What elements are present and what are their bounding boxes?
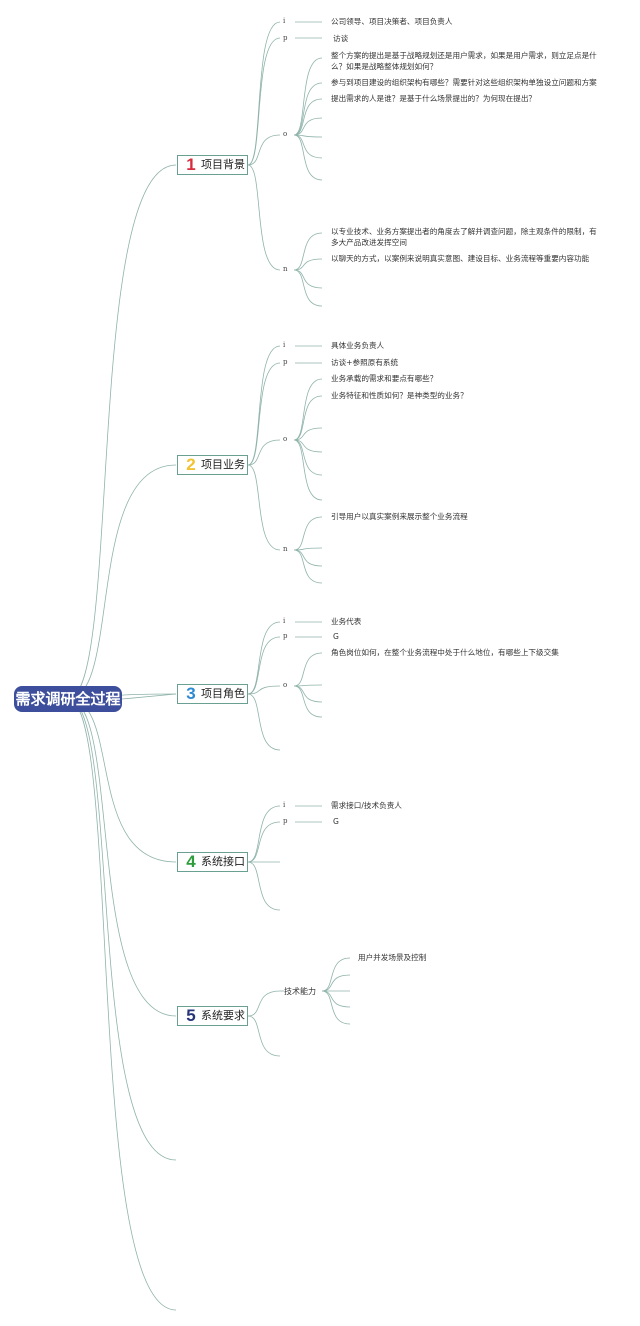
leaf-text: 具体业务负责人 [331,341,385,350]
leaf-text: 提出需求的人是谁？是基于什么场景提出的？为何现在提出？ [331,94,537,103]
child-branch [293,395,323,441]
number-badge-3: 3 [186,684,196,703]
leaf-text: 角色岗位如何，在整个业务流程中处于什么地位，有哪些上下级交集 [331,648,559,657]
leaf-text: 参与到项目建设的组织架构有哪些？需要针对这些组织架构单独设立问题和方案 [331,78,597,87]
subtopic-tech-capability[interactable]: 技术能力 [284,987,316,996]
key-p: p [283,34,288,42]
child-branch [293,439,323,501]
leaf-text: 用户并发场景及控制 [358,953,427,962]
leaf-text: 以专业技术、业务方案提出者的角度去了解并调查问题，除主观条件的限制，有多大产品改… [331,227,597,247]
topic-label: 系统要求 [201,1009,245,1022]
topic-label: 项目业务 [201,458,245,471]
topic-project-background[interactable]: 1 项目背景 [177,155,248,175]
child-branch [293,269,323,307]
topic-system-requirements[interactable]: 5 系统要求 [177,1006,248,1026]
topic-label: 项目背景 [201,158,245,171]
leaf-text: 业务特征和性质如何？是神类型的业务？ [331,391,468,400]
root-branch [67,698,177,1017]
leaf-text: G [333,817,339,826]
root-branch [67,164,177,700]
key-n: n [283,265,288,273]
child-branch [293,82,323,136]
child-branch [293,516,323,551]
leaf-text: 整个方案的提出是基于战略规划还是用户需求，如果是用户需求，则立足点是什么？如果是… [331,51,597,71]
root-branch [67,698,177,1161]
child-branch [247,362,281,466]
leaf-text: 访谈 [333,34,349,43]
topic-project-business[interactable]: 2 项目业务 [177,455,248,475]
child-branch [293,269,323,289]
topic-project-roles[interactable]: 3 项目角色 [177,684,248,704]
root-branch [67,698,177,1311]
leaf-text: 以聊天的方式，以案例来说明真实意图、建设目标、业务流程等重要内容功能 [331,254,590,263]
child-branch [293,549,323,584]
key-i: i [283,801,286,809]
child-branch [247,805,281,863]
child-branch [293,57,323,136]
child-branch [247,21,281,166]
child-branch [247,134,281,166]
child-branch [321,990,351,1025]
child-branch [247,821,281,863]
number-badge-2: 2 [186,455,196,474]
number-badge-5: 5 [186,1006,196,1025]
leaf-text: 业务承载的需求和要点有哪些？ [331,374,438,383]
key-i: i [283,341,286,349]
child-branch [293,427,323,441]
leaf-text: 业务代表 [331,617,362,626]
key-o: o [283,130,288,138]
child-branch [321,974,351,992]
child-branch [321,990,351,1008]
child-branch [293,134,323,159]
child-branch [293,652,323,687]
topic-label: 系统接口 [201,855,245,868]
child-branch [247,1015,281,1057]
topic-label: 项目角色 [201,687,245,700]
child-branch [293,684,323,687]
number-badge-1: 1 [186,155,196,174]
child-branch [247,439,281,466]
child-branch [293,549,323,567]
key-i: i [283,17,286,25]
root-connector [121,693,177,700]
child-branch [293,117,323,136]
leaf-text: 公司领导、项目决策者、项目负责人 [331,17,453,26]
root-branch [67,698,177,863]
root-node[interactable]: 需求调研全过程 [14,686,122,712]
child-branch [247,990,281,1017]
leaf-text: 引导用户以真实案例来展示整个业务流程 [331,512,468,521]
child-branch [247,636,281,695]
child-branch [293,258,323,271]
key-n: n [283,545,288,553]
child-branch [247,464,281,551]
child-branch [293,232,323,271]
child-branch [293,134,323,181]
child-branch [247,861,281,911]
key-p: p [283,817,288,825]
leaf-text: 访谈+参照原有系统 [331,358,399,367]
child-branch [247,345,281,466]
child-branch [293,439,323,476]
leaf-text: 需求接口/技术负责人 [331,801,402,810]
root-branch [67,464,177,700]
key-o: o [283,681,288,689]
child-branch [293,685,323,703]
child-branch [293,98,323,136]
child-branch [247,621,281,695]
child-branch [247,164,281,271]
key-p: p [283,358,288,366]
key-o: o [283,435,288,443]
child-branch [247,37,281,166]
leaf-text: G [333,632,339,641]
key-p: p [283,632,288,640]
child-branch [247,685,281,695]
number-badge-4: 4 [186,852,196,871]
child-branch [247,693,281,751]
child-branch [321,957,351,992]
child-branch [293,685,323,718]
key-i: i [283,617,286,625]
topic-system-interface[interactable]: 4 系统接口 [177,852,248,872]
